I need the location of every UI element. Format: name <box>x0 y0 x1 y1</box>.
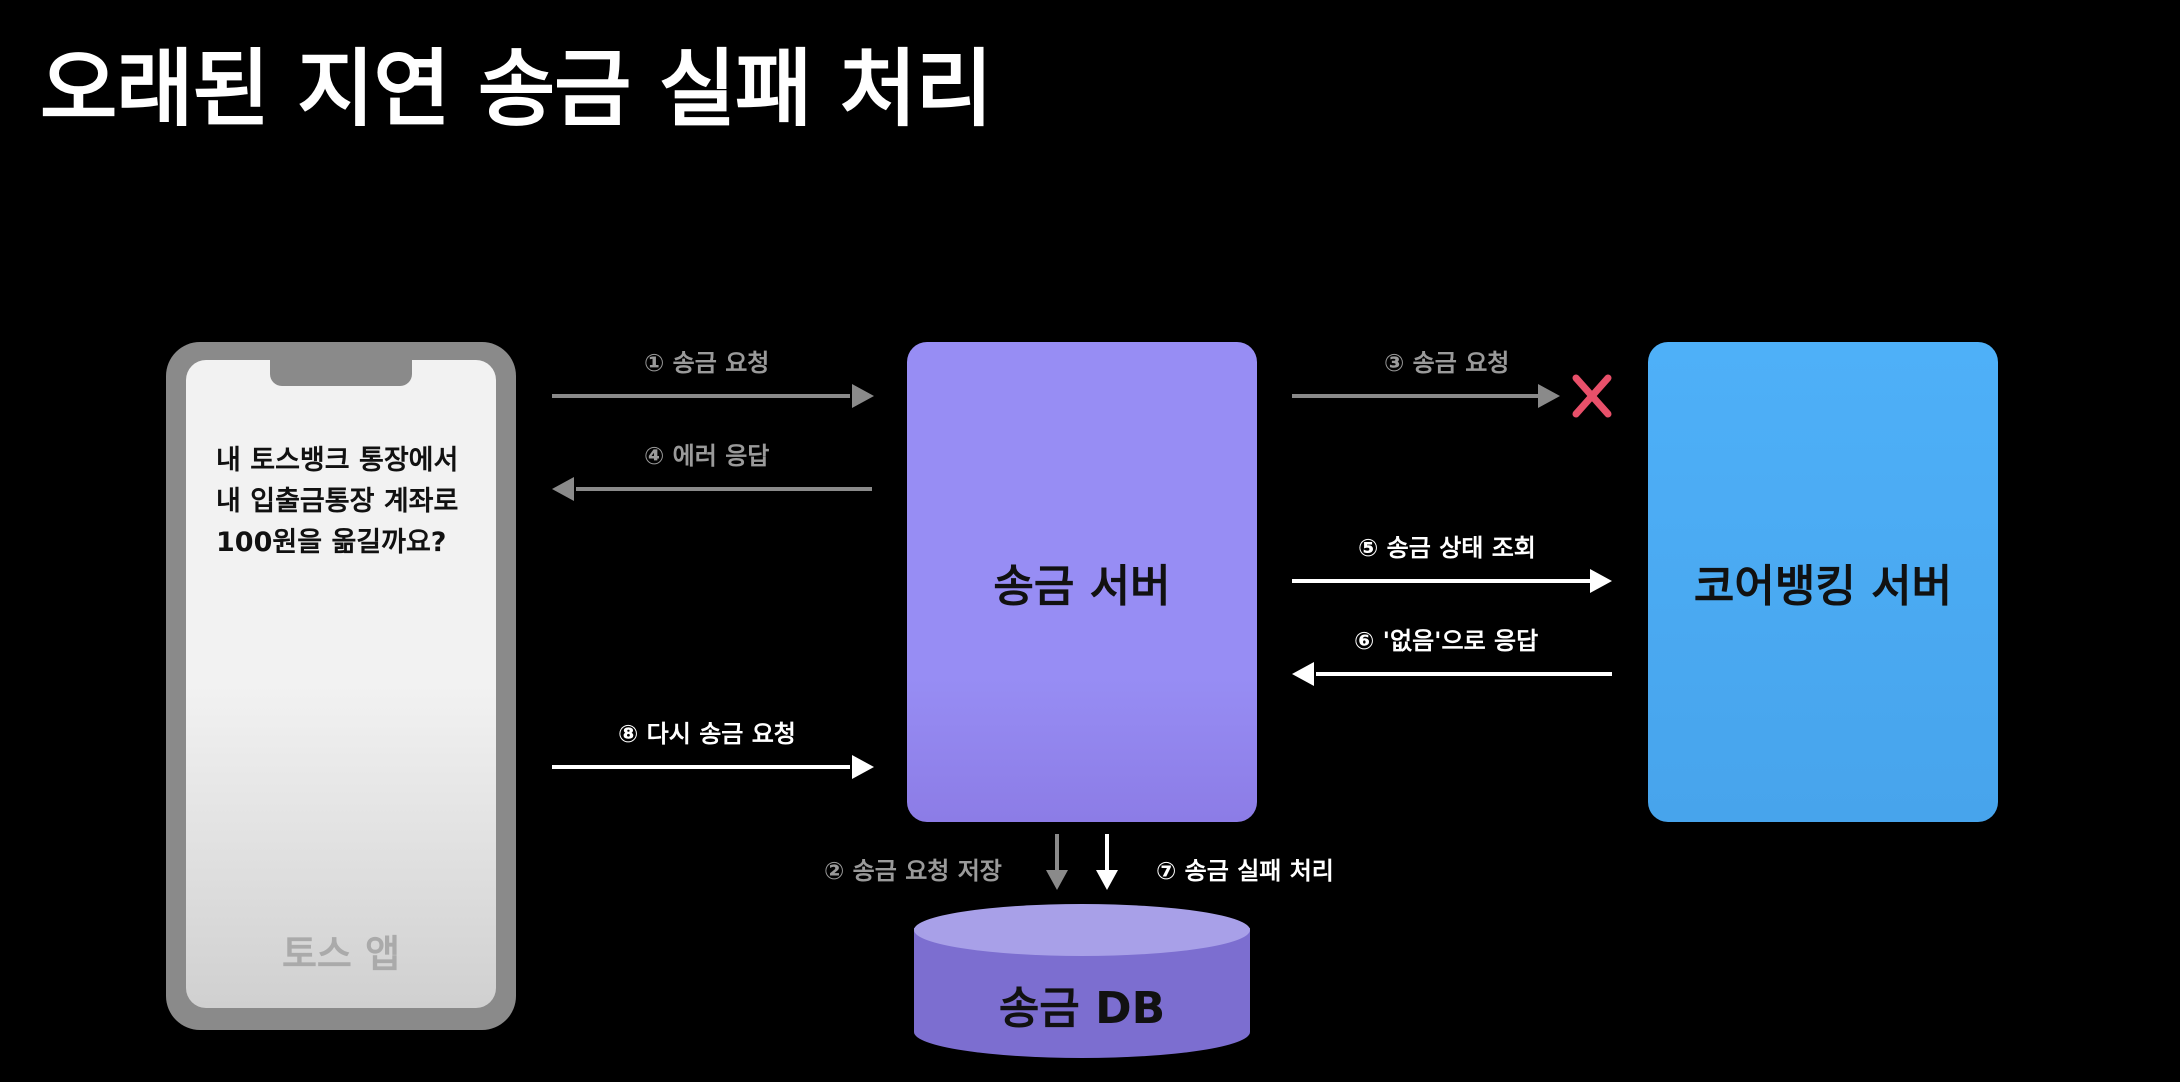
transfer-server-label: 송금 서버 <box>993 561 1171 612</box>
phone-screen: 내 토스뱅크 통장에서 내 입출금통장 계좌로 100원을 옮길까요? 토스 앱 <box>186 360 496 1008</box>
arrow-step-5 <box>1292 569 1612 593</box>
arrow-step-1 <box>552 384 874 408</box>
step-5-label: ⑤ 송금 상태 조회 <box>1358 534 1536 562</box>
core-banking-server-label: 코어뱅킹 서버 <box>1693 561 1953 612</box>
arrow-step-7 <box>1096 834 1118 890</box>
step-1-label: ① 송금 요청 <box>644 349 770 377</box>
message-line: 내 입출금통장 계좌로 <box>216 486 459 517</box>
db-cylinder-top <box>914 904 1250 956</box>
core-banking-server-box: 코어뱅킹 서버 <box>1648 342 1998 822</box>
step-3-label: ③ 송금 요청 <box>1384 349 1510 377</box>
step-2-label: ② 송금 요청 저장 <box>824 857 1002 885</box>
arrow-step-2 <box>1046 834 1068 890</box>
arrow-step-8 <box>552 755 874 779</box>
phone-notch <box>270 358 412 386</box>
step-7-label: ⑦ 송금 실패 처리 <box>1156 857 1334 885</box>
arrow-step-6 <box>1292 662 1612 686</box>
phone-app-label: 토스 앱 <box>281 932 401 976</box>
page-title: 오래된 지연 송금 실패 처리 <box>40 40 993 138</box>
arrow-step-3 <box>1292 384 1560 408</box>
step-6-label: ⑥ '없음'으로 응답 <box>1354 627 1539 655</box>
step-4-label: ④ 에러 응답 <box>644 442 770 470</box>
db-label: 송금 DB <box>998 983 1166 1034</box>
transfer-server-box: 송금 서버 <box>907 342 1257 822</box>
transfer-confirm-message: 내 토스뱅크 통장에서 내 입출금통장 계좌로 100원을 옮길까요? <box>216 440 458 563</box>
phone-device: 내 토스뱅크 통장에서 내 입출금통장 계좌로 100원을 옮길까요? 토스 앱 <box>166 342 516 1030</box>
message-line: 100원을 옮길까요? <box>216 527 447 558</box>
arrow-step-4 <box>552 477 872 501</box>
step-8-label: ⑧ 다시 송금 요청 <box>618 720 796 748</box>
x-mark-icon <box>1572 374 1612 418</box>
message-line: 내 토스뱅크 통장에서 <box>216 445 459 476</box>
